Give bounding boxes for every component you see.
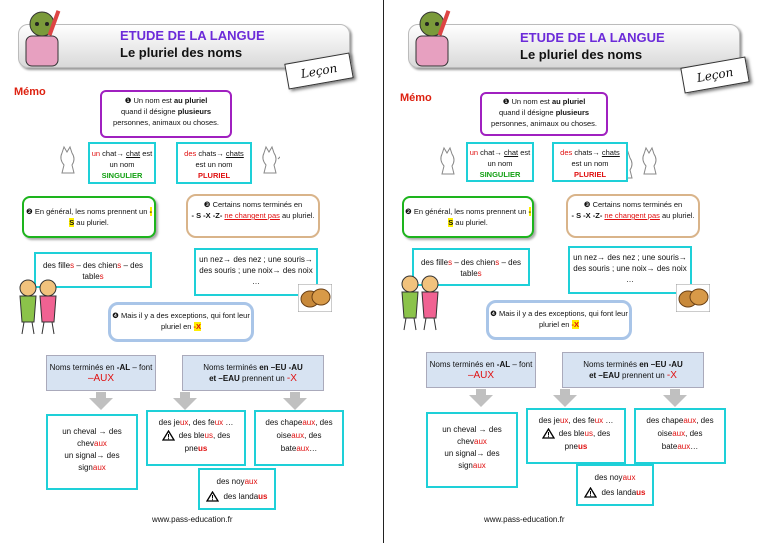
rule-2-box: ❷ En général, les noms prennent un -S au…: [402, 196, 534, 238]
header-title: ETUDE DE LA LANGUE: [520, 30, 665, 45]
cat-sketch-icon: [440, 146, 455, 175]
rule-3-box: ❸ Certains noms terminés en - S -X -Z- n…: [566, 194, 700, 238]
chapeaux-examples: des chapeaux, des oiseaux, des bateaux…: [634, 408, 726, 464]
memo-label: Mémo: [14, 86, 46, 98]
footer-url[interactable]: www.pass-education.fr: [152, 515, 233, 524]
rule-3-examples: un nez→ des nez ; une souris→ des souris…: [568, 246, 692, 294]
cat-sketch-icon: [60, 145, 75, 174]
warning-icon: [584, 487, 598, 499]
header-subtitle: Le pluriel des noms: [120, 45, 243, 60]
warning-icon: [206, 491, 220, 503]
cat-sketch-icon: [262, 145, 280, 174]
lesson-page-left: ETUDE DE LA LANGUE Le pluriel des noms L…: [14, 10, 354, 524]
arrow-down-icon: [96, 392, 106, 398]
header-banner: [408, 24, 740, 68]
warning-icon: [161, 430, 175, 442]
lesson-page-right: ETUDE DE LA LANGUE Le pluriel des noms L…: [390, 0, 768, 543]
al-rule-box: Noms terminés en -AL – font –AUX: [426, 352, 536, 388]
rule-2-examples: des filles – des chiens – des tables: [412, 248, 530, 286]
header-banner: [18, 24, 350, 68]
arrow-down-icon: [476, 389, 486, 395]
arrow-down-icon: [89, 398, 113, 410]
arrow-down-icon: [553, 395, 577, 407]
chapeaux-examples: des chapeaux, des oiseaux, des bateaux…: [254, 410, 344, 466]
memo-label: Mémo: [400, 92, 432, 104]
rule-3-examples: un nez→ des nez ; une souris→ des souris…: [194, 248, 318, 296]
eu-rule-box: Noms terminés en –EU -AU et –EAU prennen…: [562, 352, 704, 388]
children-illustration-icon: [19, 279, 57, 335]
header-subtitle: Le pluriel des noms: [520, 47, 643, 62]
rule-2-box: ❷ En général, les noms prennent un -S au…: [22, 196, 156, 238]
page-divider: [383, 0, 384, 543]
arrow-down-icon: [670, 389, 680, 395]
jeux-examples: des jeux, des feux … des bleus, des pneu…: [146, 410, 246, 466]
arrow-down-icon: [560, 389, 570, 395]
rule-1-box: ❶ Un nom est au pluriel quand il désigne…: [100, 90, 232, 138]
rule-4-box: ❹ Mais il y a des exceptions, qui font l…: [486, 300, 632, 340]
rule-4-box: ❹ Mais il y a des exceptions, qui font l…: [108, 302, 254, 342]
student-illustration-icon: [415, 10, 451, 67]
rule-1-number: ❶: [124, 96, 132, 105]
student-illustration-icon: [25, 10, 61, 67]
arrow-down-icon: [173, 398, 197, 410]
cat-sketch-icon: [642, 146, 657, 175]
al-rule-box: Noms terminés en -AL – font –AUX: [46, 355, 156, 391]
singular-example-box: un chat→ chat est un nom SINGULIER: [466, 142, 534, 182]
singular-example-box: un chat→ chat est un nom SINGULIER: [88, 142, 156, 184]
noyaux-examples: des noyaux des landaus: [198, 468, 276, 510]
jeux-examples: des jeux, des feux … des bleus, des pneu…: [526, 408, 626, 464]
footer-url[interactable]: www.pass-education.fr: [484, 515, 565, 524]
noyaux-examples: des noyaux des landaus: [576, 464, 654, 506]
eu-rule-box: Noms terminés en –EU -AU et –EAU prennen…: [182, 355, 324, 391]
plural-example-box: des chats→ chats est un nom PLURIEL: [176, 142, 252, 184]
header-title: ETUDE DE LA LANGUE: [120, 28, 265, 43]
arrow-down-icon: [283, 398, 307, 410]
arrow-down-icon: [663, 395, 687, 407]
children-illustration-icon: [401, 275, 439, 331]
arrow-down-icon: [180, 392, 190, 398]
arrow-down-icon: [290, 392, 300, 398]
rule-1-box: ❶ Un nom est au pluriel quand il désigne…: [480, 92, 608, 136]
walnut-icon: [298, 284, 332, 312]
rule-2-examples: des filles – des chiens – des tables: [34, 252, 152, 288]
arrow-down-icon: [469, 395, 493, 407]
rule-3-box: ❸ Certains noms terminés en - S -X -Z- n…: [186, 194, 320, 238]
walnut-icon: [676, 284, 710, 312]
warning-icon: [541, 428, 555, 440]
plural-example-box: des chats→ chats est un nom PLURIEL: [552, 142, 628, 182]
